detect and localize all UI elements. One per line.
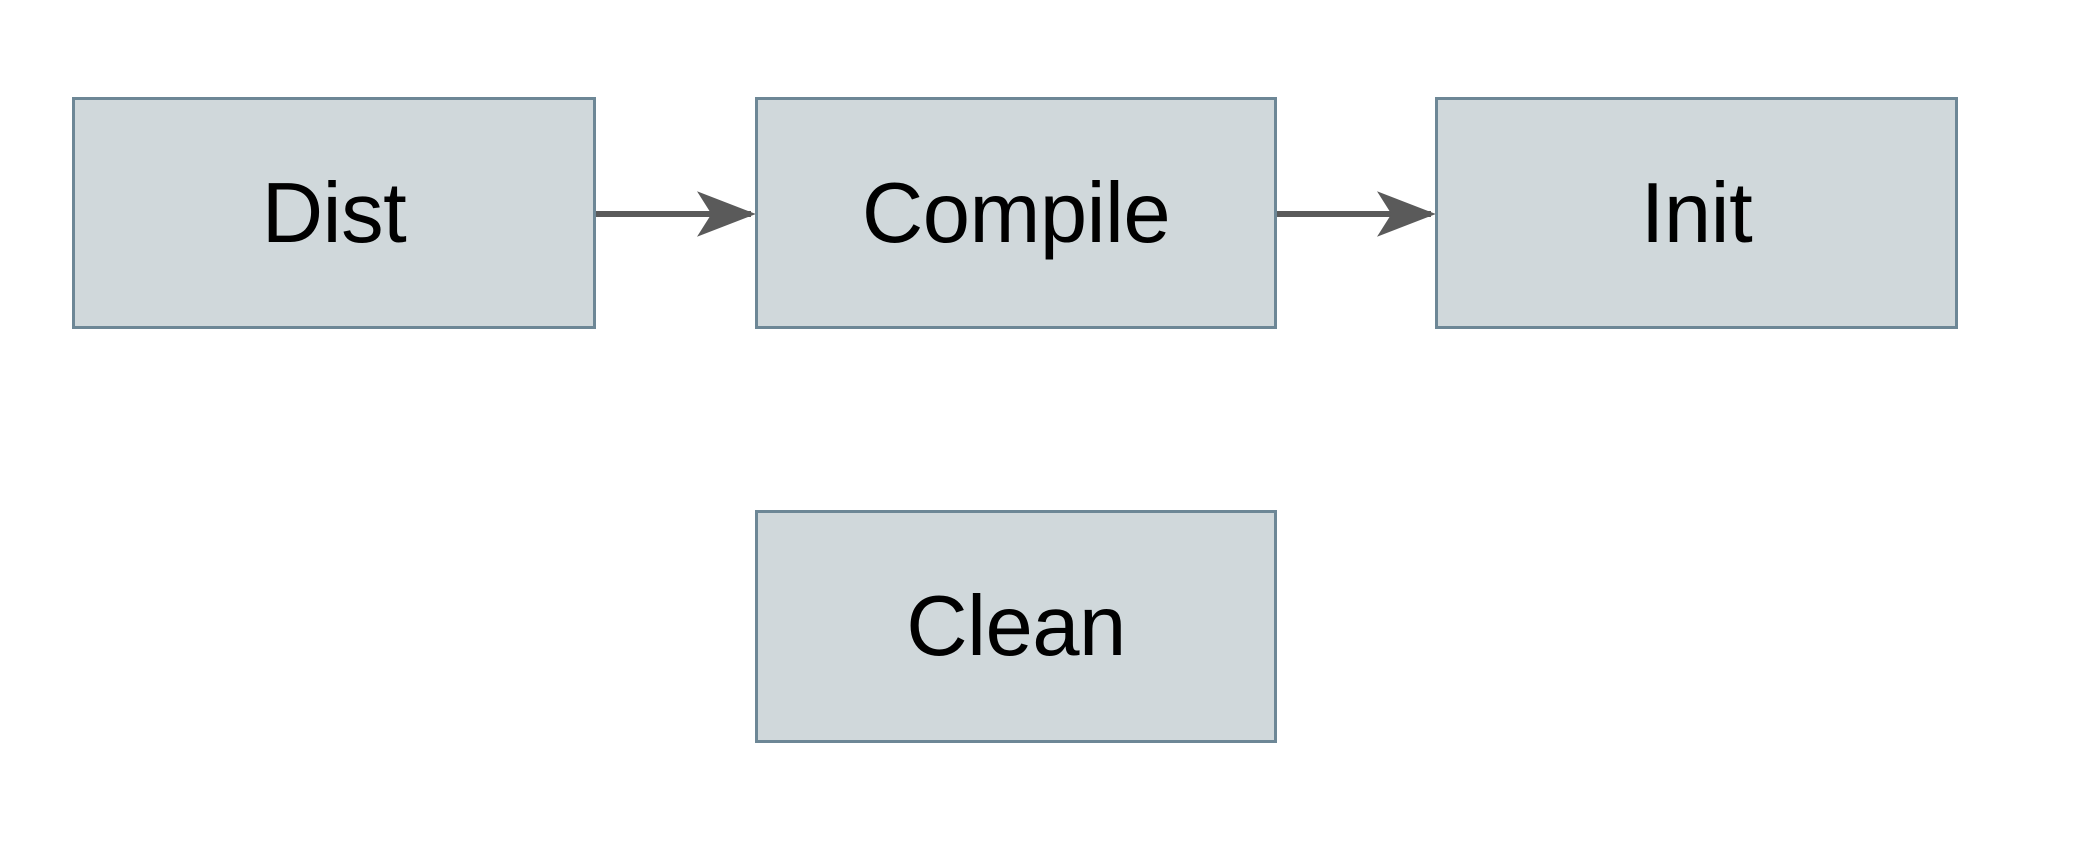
node-label-compile: Compile xyxy=(861,165,1171,261)
node-label-init: Init xyxy=(1640,165,1753,261)
node-dist[interactable]: Dist xyxy=(72,97,596,329)
node-label-dist: Dist xyxy=(261,165,407,261)
node-compile[interactable]: Compile xyxy=(755,97,1277,329)
node-label-clean: Clean xyxy=(906,579,1126,674)
node-clean[interactable]: Clean xyxy=(755,510,1277,743)
node-init[interactable]: Init xyxy=(1435,97,1958,329)
